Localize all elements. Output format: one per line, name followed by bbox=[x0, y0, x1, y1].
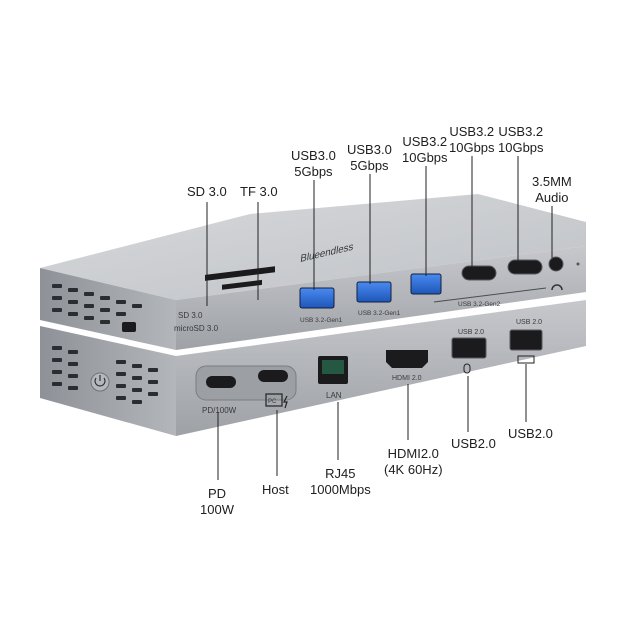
usb-a-port-1 bbox=[299, 287, 335, 309]
usb-c-port-1 bbox=[461, 265, 497, 281]
leader-lines bbox=[206, 156, 553, 480]
headphone-icon bbox=[551, 284, 563, 291]
power-button bbox=[90, 372, 110, 392]
hdmi-port bbox=[386, 350, 428, 368]
audio-jack bbox=[548, 256, 564, 272]
callout-usb20-a: USB2.0 bbox=[451, 436, 496, 451]
usb-a-port-2 bbox=[356, 281, 392, 303]
sd-etched-label: SD 3.0 bbox=[178, 311, 203, 320]
usb-a-port-3 bbox=[410, 273, 442, 295]
hdmi-etched-label: HDMI 2.0 bbox=[392, 375, 422, 382]
callout-usb20-b: USB2.0 bbox=[508, 426, 553, 441]
top-unit: Blueendless SD 3.0 microSD 3.0 USB 3.2-G… bbox=[40, 194, 586, 350]
callout-tf-3-0: TF 3.0 bbox=[240, 184, 278, 199]
bottom-unit-front bbox=[176, 300, 586, 436]
pd-etched-label: PD/100W bbox=[202, 406, 237, 415]
usb-c-group-line bbox=[433, 287, 547, 303]
usb2-etched-label-left: USB 2.0 bbox=[458, 329, 484, 336]
bottom-unit-vents bbox=[52, 346, 158, 404]
usb2-etched-label-right: USB 2.0 bbox=[516, 319, 542, 326]
callout-host: Host bbox=[262, 482, 289, 497]
bottom-unit: PD/100W PC LAN HDMI 2.0 USB 2.0 USB 2.0 bbox=[40, 300, 586, 436]
status-led bbox=[576, 262, 580, 266]
callout-sd-3-0: SD 3.0 bbox=[187, 184, 227, 199]
power-icon bbox=[94, 375, 106, 387]
mouse-icon bbox=[463, 363, 471, 374]
charging-bolt-icon bbox=[283, 395, 288, 409]
usb-c-pd-port bbox=[206, 376, 236, 388]
lan-etched-label: LAN bbox=[326, 391, 342, 400]
lan-port-insert bbox=[322, 360, 344, 374]
microsd-card-slot bbox=[222, 279, 262, 290]
usb-gen1-etched-label-2: USB 3.2-Gen1 bbox=[358, 310, 401, 317]
callout-hdmi: HDMI2.0(4K 60Hz) bbox=[384, 446, 443, 477]
microsd-etched-label: microSD 3.0 bbox=[174, 324, 219, 333]
keyboard-icon bbox=[517, 355, 535, 364]
usb2-port-left bbox=[451, 337, 487, 359]
lock-slot bbox=[122, 322, 136, 332]
top-unit-lid bbox=[40, 194, 586, 300]
usb-gen2-etched-label: USB 3.2-Gen2 bbox=[458, 301, 501, 308]
usb-c-port-2 bbox=[507, 259, 543, 275]
usb2-port-right bbox=[509, 329, 543, 351]
usb-gen1-etched-label-1: USB 3.2-Gen1 bbox=[300, 317, 343, 324]
host-pc-icon bbox=[265, 393, 283, 407]
usb-c-host-port bbox=[258, 370, 288, 382]
host-pc-etched-label: PC bbox=[268, 399, 277, 405]
top-unit-vents bbox=[52, 284, 142, 324]
